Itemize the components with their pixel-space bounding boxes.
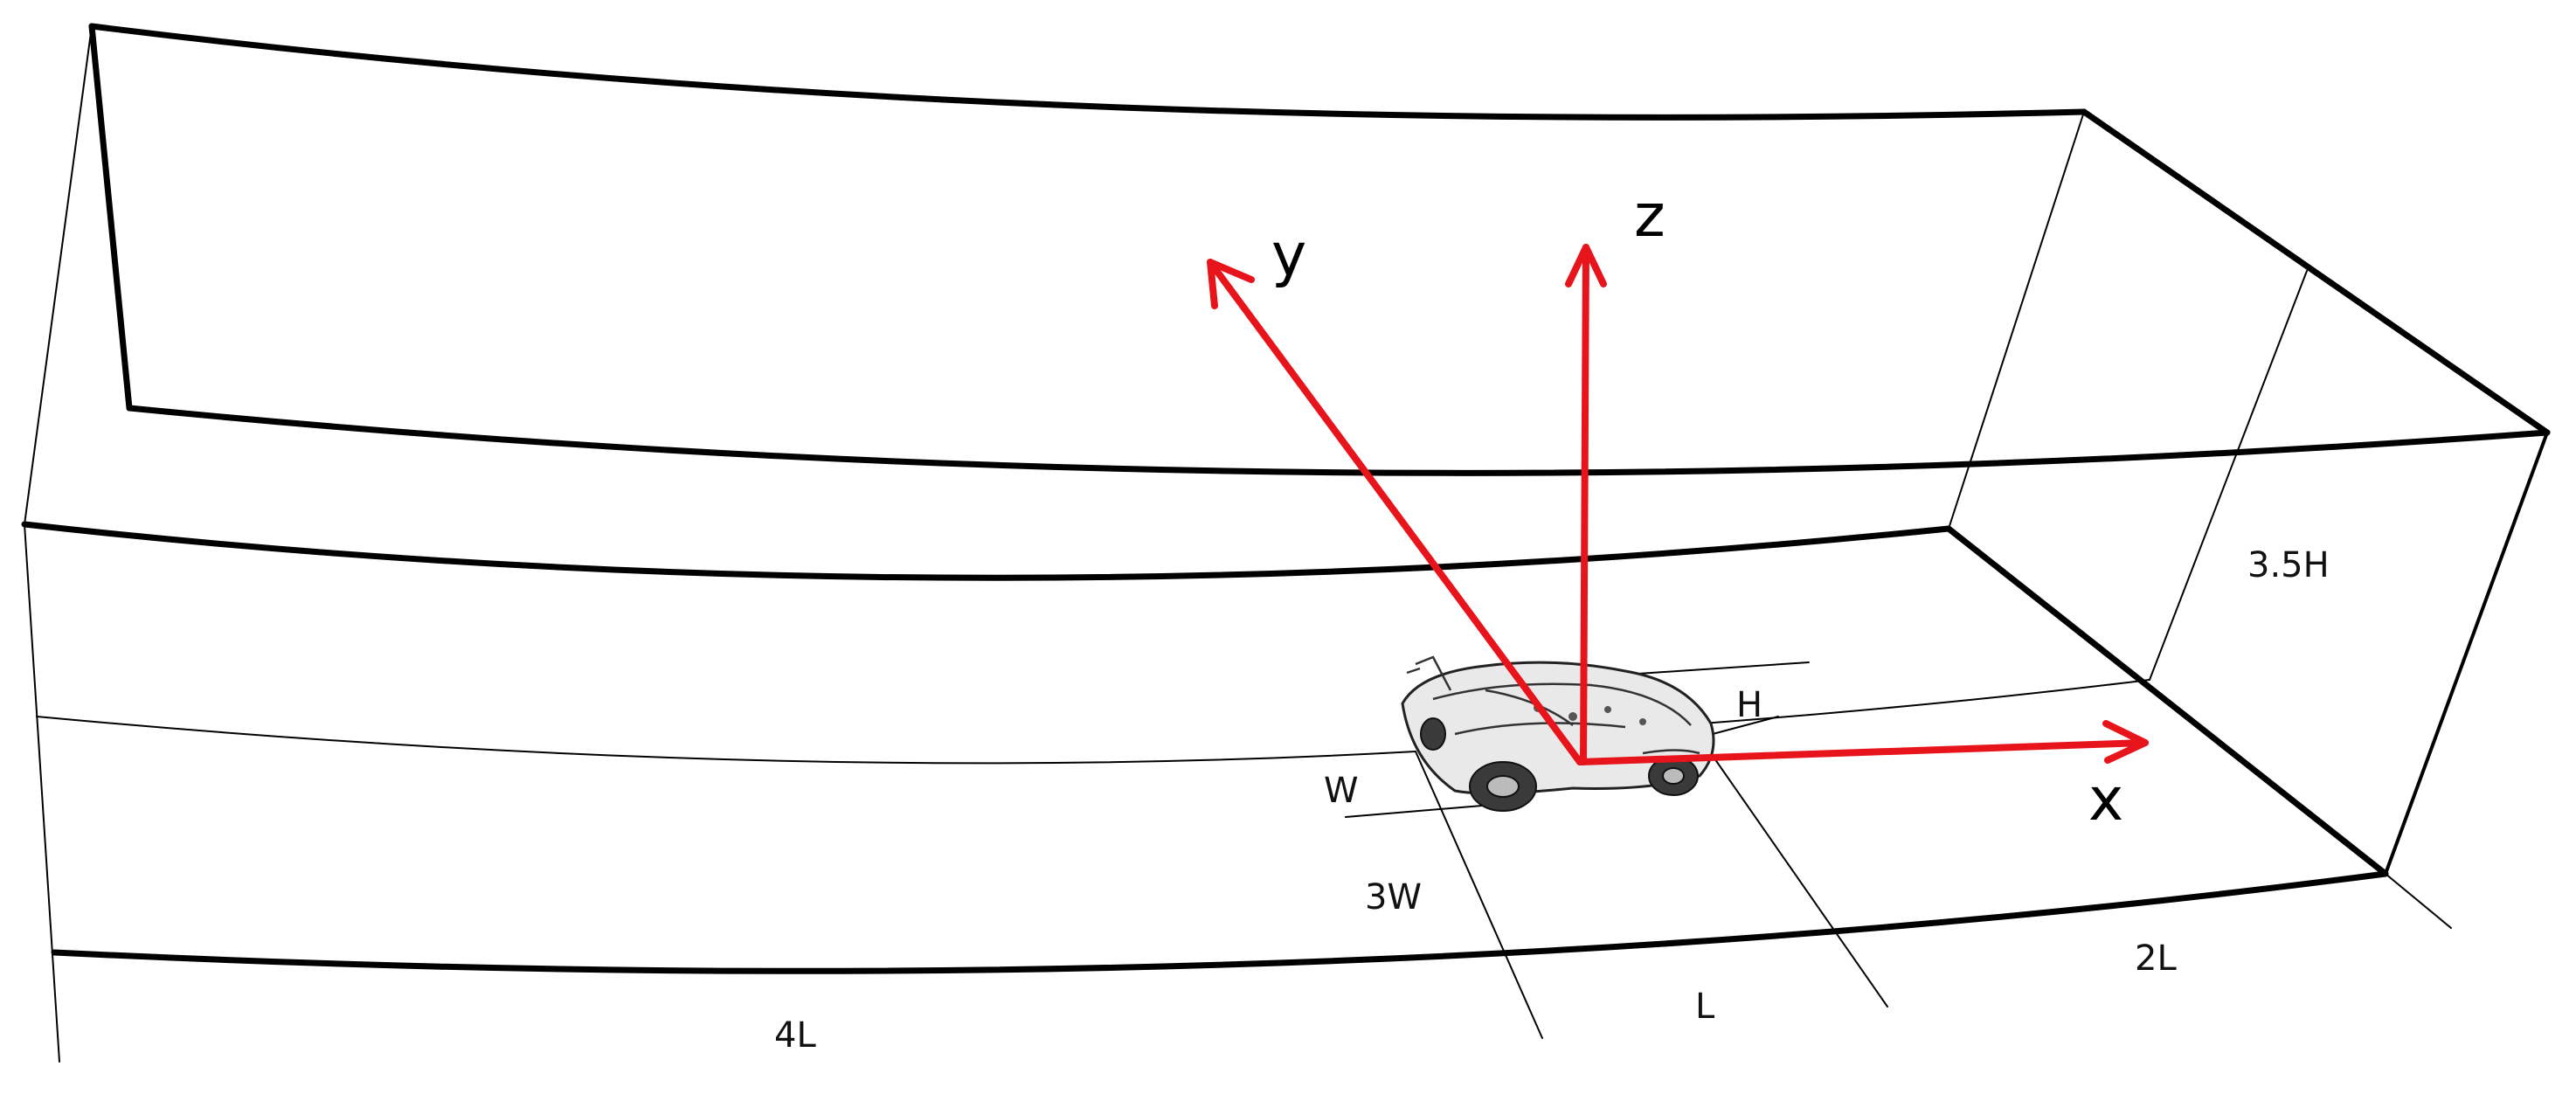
- edge-right-top: [2081, 108, 2551, 436]
- edge-left-bottom: [24, 523, 60, 1063]
- edge-floor-right: [1945, 525, 2389, 877]
- h-reference-line: [1624, 661, 1810, 675]
- y-axis-arrow: [1207, 259, 1583, 765]
- upstream-length-label: 4L: [774, 1015, 816, 1056]
- l-front-line: [1712, 755, 1888, 1008]
- z-axis-arrow: [1580, 244, 1589, 765]
- y-arrowhead-icon: [1207, 259, 1255, 309]
- floor-ground-line-right: [1642, 679, 2150, 729]
- domain-box: [21, 23, 2551, 1063]
- edge-right-mid: [2149, 270, 2308, 681]
- edge-right-back: [1948, 111, 2085, 530]
- floor-ground-line: [36, 716, 1416, 765]
- x-axis-arrow: [1576, 739, 2149, 765]
- width-label: W: [1324, 771, 1359, 811]
- x-axis-label: x: [2088, 765, 2123, 834]
- x-arrowhead-icon: [2102, 720, 2149, 764]
- vehicle-length-label: L: [1695, 987, 1715, 1027]
- w-reference-line: [1345, 803, 1504, 818]
- h-front-line: [1712, 716, 1779, 735]
- edge-back-top: [88, 23, 2088, 121]
- coordinate-axes: [1207, 244, 2149, 765]
- height-label: H: [1736, 685, 1762, 725]
- edge-right-front: [2384, 431, 2549, 876]
- z-arrowhead-icon: [1565, 244, 1607, 287]
- edge-floor-back: [21, 521, 1952, 581]
- edge-back-left: [88, 23, 133, 412]
- z-axis-label: z: [1634, 182, 1665, 251]
- l-rear-line: [1415, 751, 1543, 1039]
- y-axis-label: y: [1271, 221, 1306, 290]
- dimension-lines: [1345, 661, 1888, 1039]
- domain-height-label: 3.5H: [2247, 545, 2330, 585]
- downstream-length-label: 2L: [2135, 938, 2177, 979]
- edge-extension: [2385, 873, 2452, 929]
- edge-front-top: [126, 405, 2551, 476]
- lateral-extent-label: 3W: [1365, 877, 1422, 918]
- edge-floor-front: [51, 870, 2389, 974]
- edge-left-face-top: [24, 25, 93, 525]
